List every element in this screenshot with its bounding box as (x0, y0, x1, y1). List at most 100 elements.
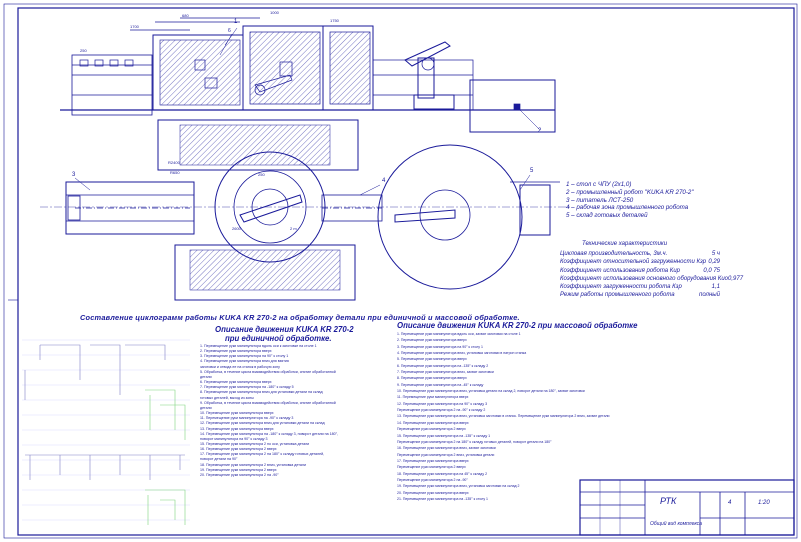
callout-6: 6 (228, 28, 231, 34)
right-steps-list: 1. Перемещение руки манипулятора вдоль о… (397, 331, 610, 502)
dim-top-1: 1000 (270, 10, 279, 15)
inner-frame (17, 7, 795, 536)
step-item: 8. Перемещение руки манипулятора вверх (397, 376, 467, 381)
step-item: 4. Перемещение руки манипулятора вниз, у… (397, 351, 527, 356)
step-item: Перемещение руки манипулятора 2 вверх (397, 465, 466, 470)
step-item: Перемещение руки манипулятора 2 вверх (397, 427, 466, 432)
step-item: 19. Перемещение руки манипулятора 2 ввер… (200, 467, 277, 472)
step-item: 13. Перемещение руки манипулятора вниз, … (397, 414, 610, 419)
step-item: 1. Перемещение руки манипулятора вдоль о… (200, 344, 317, 348)
dim-top-2: 1700 (130, 24, 139, 29)
step-item: 12. Перемещение руки манипулятора вниз д… (200, 421, 325, 426)
step-item: 2. Перемещение руки манипулятора вверх (397, 338, 467, 343)
step-item: Перемещение руки манипулятора 2 на -90° … (397, 408, 486, 413)
step-item: 6. Перемещение руки манипулятора на -135… (397, 363, 489, 368)
left-section-subtitle: при единичной обработке. (225, 334, 332, 343)
step-item: Перемещение руки манипулятора 2 на -90° (397, 477, 468, 482)
callout-5: 5 (530, 168, 534, 174)
dim-plan-1: R650 (170, 170, 180, 175)
legend-item: 2 – промышленный робот "KUKA KR 270-2" (566, 188, 694, 196)
title-block-scale: 1:20 (758, 500, 770, 506)
step-item: 7. Перемещение руки манипулятора вниз, з… (397, 370, 494, 375)
title-block (579, 479, 795, 536)
step-item: 3. Перемещение руки манипулятора на 90° … (200, 354, 289, 359)
callout-4: 4 (382, 178, 386, 184)
step-item: 10. Перемещение руки манипулятора вверх (200, 411, 274, 416)
step-item: поворот манипулятора на 90° к складу 3 (200, 436, 268, 441)
tech-row: Цикловая производительность, 3м.ч.5 ч (560, 251, 720, 258)
tech-characteristics: Технические характеристики Цикловая прои… (560, 240, 760, 299)
step-item: 2. Перемещение руки манипулятора вверх (200, 349, 272, 354)
step-item: 17. Перемещение руки манипулятора 2 на 1… (200, 452, 325, 457)
legend-item: 1 – стол с ЧПУ (2х1,0) (566, 181, 632, 188)
step-item: 6. Перемещение руки манипулятора вверх (200, 380, 272, 385)
callout-1: 1 (234, 19, 238, 25)
tech-title: Технические характеристики (582, 241, 668, 247)
step-item: 18. Перемещение руки манипулятора 2 вниз… (200, 462, 306, 467)
step-item: 17. Перемещение руки манипулятора вверх (397, 458, 469, 463)
tech-row: Коэффициент относительной загруженности … (560, 259, 720, 266)
step-item: 20. Перемещение руки манипулятора вверх (397, 490, 469, 495)
step-item: 21. Перемещение руки манипулятора на -13… (397, 496, 489, 501)
step-item: 9. Обработка, в течение цикла взаимодейс… (200, 400, 336, 405)
step-item: 3. Перемещение руки манипулятора на 90° … (397, 344, 483, 349)
dim-plan-3: 2 m (290, 226, 297, 231)
right-section-title: Описание движения KUKA KR 270-2 при масс… (397, 321, 638, 330)
step-item: 7. Перемещение руки манипулятора на -180… (200, 385, 294, 390)
step-item: 11. Перемещение руки манипулятора на -90… (200, 416, 294, 421)
step-item: 20. Перемещение руки манипулятора 2 на -… (200, 472, 279, 477)
legend-item: 5 – склад готовых деталей (566, 212, 648, 220)
legend: 1 – стол с ЧПУ (2х1,0) 2 – промышленный … (566, 181, 694, 220)
step-item: 8. Перемещение руки манипулятора вниз дл… (200, 390, 323, 395)
cyclogram-mass (22, 444, 190, 525)
dim-top-0: 680 (182, 13, 189, 18)
left-section-title: Описание движения KUKA KR 270-2 (215, 325, 354, 334)
step-item: 16. Перемещение руки манипулятора 2 ввер… (200, 447, 277, 452)
step-item: 4. Перемещение руки манипулятора вниз дл… (200, 359, 289, 364)
step-item: 12. Перемещение руки манипулятора на 90°… (397, 401, 488, 406)
step-item: 11. Перемещение руки манипулятора вверх (397, 395, 469, 400)
callout-2: 2 (538, 128, 542, 134)
outer-frame (3, 3, 798, 539)
step-item: 18. Перемещение руки манипулятора на 45°… (397, 471, 488, 476)
callout-leaders (74, 27, 541, 196)
step-item: 13. Перемещение руки манипулятора вверх (200, 426, 274, 431)
step-item: 16. Перемещение руки манипулятора вниз, … (397, 446, 496, 451)
elevation-view (60, 17, 556, 133)
dim-top-4: 250 (80, 48, 87, 53)
step-item: Перемещение руки манипулятора 2 на 180° … (397, 439, 552, 444)
step-item: заготовки и отвода ее на станок в рабочу… (200, 364, 280, 369)
step-item: 1. Перемещение руки манипулятора вдоль о… (397, 332, 521, 336)
step-item: 5. Перемещение руки манипулятора вверх (397, 357, 467, 362)
step-item: 19. Перемещение руки манипулятора вниз, … (397, 484, 520, 489)
tech-row: Коэффициент использования основного обор… (560, 275, 744, 282)
dim-top-3: 1750 (330, 18, 339, 23)
step-item: 14. Перемещение руки манипулятора на -18… (200, 431, 339, 436)
step-item: 10. Перемещение руки манипулятора вниз, … (397, 389, 585, 394)
step-item: 14. Перемещение руки манипулятора вверх (397, 420, 469, 425)
step-item: готовых деталей, выход из зоны (200, 395, 254, 400)
cyclogram-caption: Составление циклограмм работы KUKA KR 27… (80, 313, 520, 322)
legend-item: 4 – рабочая зона промышленного робота (566, 204, 689, 212)
title-block-sheet: 4 (728, 500, 732, 506)
step-item: Перемещение руки манипулятора 2 вниз, ус… (397, 452, 495, 457)
step-item: поворот детали на 90° (200, 457, 238, 462)
step-item: 5. Обработка, в течение цикла взаимодейс… (200, 369, 336, 374)
title-block-name: РТК (660, 496, 677, 506)
step-item: детали (200, 405, 212, 410)
plan-view (40, 119, 570, 301)
dim-plan-0: R2400 (168, 160, 180, 165)
title-block-subtitle: Общий вид комплекса (650, 521, 702, 527)
dim-plan-4: 250 (258, 172, 265, 177)
cyclogram-single (22, 339, 190, 440)
step-item: детали (200, 374, 212, 379)
dim-plan-2: 2600 (232, 226, 241, 231)
step-item: 15. Перемещение руки манипулятора на -13… (397, 433, 491, 438)
step-item: 9. Перемещение руки манипулятора на -45°… (397, 382, 484, 387)
callout-3: 3 (72, 172, 76, 178)
left-steps-list: 1. Перемещение руки манипулятора вдоль о… (200, 344, 338, 478)
